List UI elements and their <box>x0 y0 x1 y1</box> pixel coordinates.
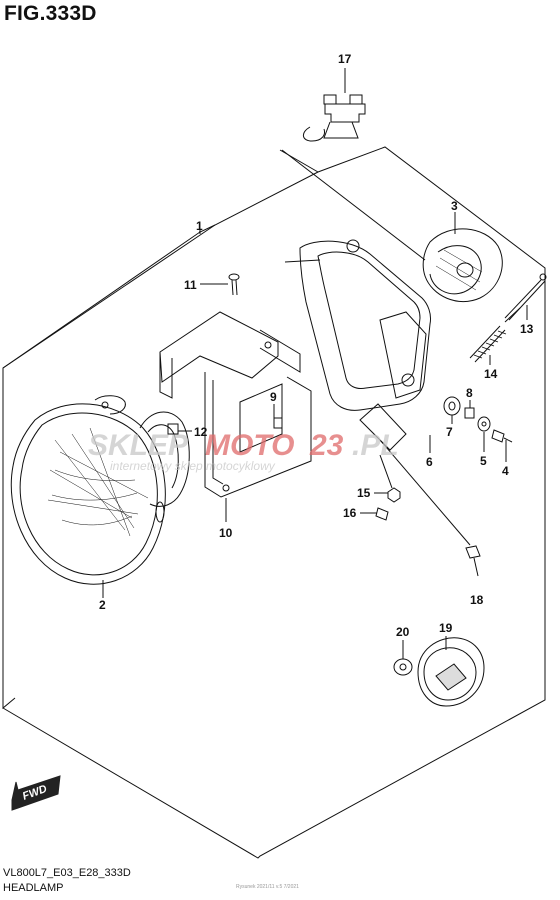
bulb-17 <box>303 68 366 142</box>
print-stamp: Rysunek 2021/11 v.5 7/2021 <box>236 884 299 890</box>
callout-17: 17 <box>338 52 352 66</box>
callout-2: 2 <box>99 598 106 612</box>
callout-8: 8 <box>466 386 473 400</box>
cap-3 <box>422 212 503 303</box>
callout-18: 18 <box>470 593 484 607</box>
headlamp-frame <box>284 239 431 451</box>
callout-9: 9 <box>270 390 277 404</box>
watermark: SKLEP MOTO 23 .PL internetowy sklep moto… <box>88 429 399 473</box>
headlamp-stay-10 <box>159 311 312 522</box>
spring-14 <box>469 325 507 365</box>
callout-14: 14 <box>484 367 498 381</box>
collar-8 <box>464 400 475 419</box>
callout-19: 19 <box>439 621 453 635</box>
pin-16 <box>360 507 389 521</box>
figure-title: FIG.333D <box>4 2 97 25</box>
bolt-18 <box>379 439 481 577</box>
grommet-7 <box>443 396 461 424</box>
figure-name: HEADLAMP <box>3 882 64 894</box>
headlamp-unit-2 <box>10 395 190 598</box>
nut-12 <box>167 423 179 435</box>
callout-4: 4 <box>502 464 509 478</box>
bolt-11 <box>200 273 240 296</box>
watermark-brand-a: SKLEP <box>88 429 189 462</box>
callout-12: 12 <box>194 425 208 439</box>
washer-5 <box>477 416 491 452</box>
clip-9 <box>273 417 283 429</box>
callout-10: 10 <box>219 526 233 540</box>
callout-11: 11 <box>184 278 197 292</box>
watermark-brand-c: 23 <box>309 429 344 462</box>
watermark-brand-b: MOTO <box>205 429 294 462</box>
watermark-tagline: internetowy sklep motocyklowy <box>110 459 276 473</box>
cover-cap-19 <box>417 636 485 707</box>
bolt-4 <box>491 429 513 462</box>
callout-labels: 1 2 3 4 5 6 7 8 9 10 11 12 13 14 15 16 1… <box>99 52 534 639</box>
watermark-brand-d: .PL <box>352 429 399 462</box>
callout-6: 6 <box>426 455 433 469</box>
callout-15: 15 <box>357 486 371 500</box>
callout-20: 20 <box>396 625 410 639</box>
adjust-screw-13 <box>504 273 547 323</box>
nut-20 <box>393 640 413 676</box>
callout-16: 16 <box>343 506 357 520</box>
assembly-outline-top-edge <box>2 146 546 598</box>
nut-15 <box>374 487 401 503</box>
figure-code: VL800L7_E03_E28_333D <box>3 867 131 879</box>
callout-3: 3 <box>451 199 458 213</box>
callout-7: 7 <box>446 425 453 439</box>
callout-5: 5 <box>480 454 487 468</box>
callout-1: 1 <box>196 219 203 233</box>
fwd-arrow: FWD <box>11 775 61 811</box>
callout-13: 13 <box>520 322 534 336</box>
assembly-outline-bottom <box>2 598 546 859</box>
